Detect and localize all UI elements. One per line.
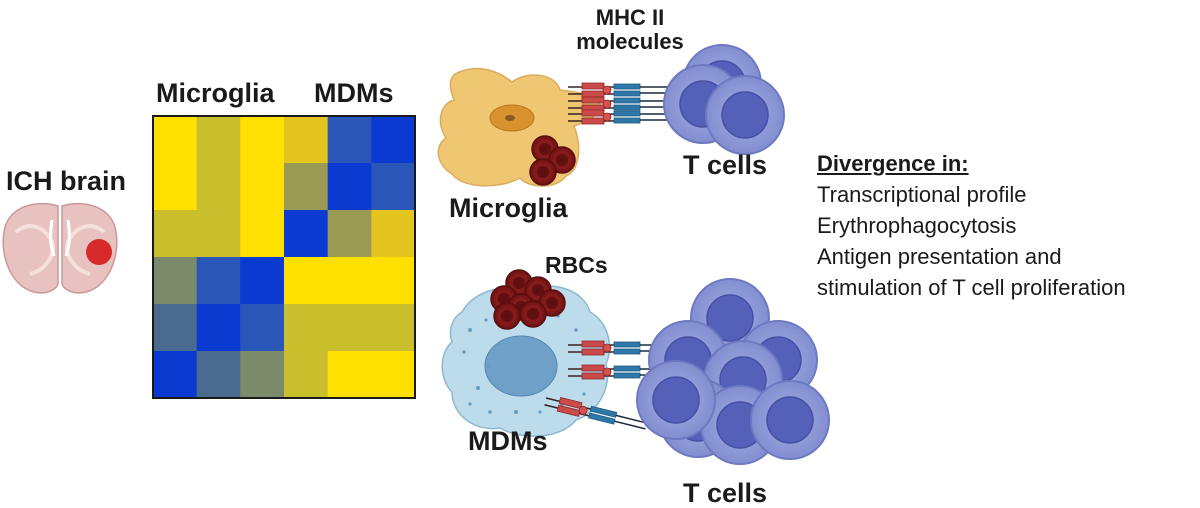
rbcs-label: RBCs — [545, 252, 608, 278]
heatmap-cell — [284, 116, 329, 164]
heatmap-cell — [327, 257, 372, 305]
heatmap-cell — [196, 116, 241, 164]
heatmap-cell — [327, 163, 372, 211]
heatmap-cell — [284, 304, 329, 352]
heatmap-cell — [284, 163, 329, 211]
heatmap-mdms-label: MDMs — [314, 78, 394, 108]
heatmap-microglia-label: Microglia — [156, 78, 275, 108]
heatmap-cell — [240, 304, 285, 352]
divergence-heading: Divergence in: — [817, 151, 969, 176]
heatmap-cell — [240, 163, 285, 211]
heatmap-cell — [371, 257, 416, 305]
microglia-cell — [437, 67, 601, 187]
mhc-label-line2: molecules — [576, 29, 684, 55]
heatmap-cell — [371, 351, 416, 399]
heatmap-cell — [284, 210, 329, 258]
divergence-item: stimulation of T cell proliferation — [817, 275, 1126, 300]
mhc-label-line1: MHC II — [595, 5, 665, 30]
hemorrhage-lesion — [86, 239, 112, 265]
heatmap-cell — [371, 304, 416, 352]
heatmap-cell — [240, 116, 285, 164]
heatmap-cell — [371, 163, 416, 211]
heatmap-cell — [196, 163, 241, 211]
mhc-ii-label: MHC II molecules — [576, 5, 684, 55]
heatmap-cell — [196, 351, 241, 399]
heatmap-cell — [153, 304, 198, 352]
heatmap-cell — [240, 351, 285, 399]
heatmap-cell — [153, 210, 198, 258]
heatmap-cell — [196, 210, 241, 258]
divergence-item: Erythrophagocytosis — [817, 213, 1017, 238]
brain-section-icon — [2, 202, 118, 294]
t-cells-top-label: T cells — [683, 150, 768, 180]
t-cells-top — [663, 44, 785, 155]
ich-brain-label: ICH brain — [6, 166, 127, 196]
heatmap-cell — [240, 210, 285, 258]
heatmap-cell — [153, 116, 198, 164]
mdms-cell-label: MDMs — [468, 426, 548, 456]
heatmap-border — [152, 115, 416, 399]
t-cells-bottom — [636, 278, 830, 465]
heatmap-cell — [284, 351, 329, 399]
microglia-cell-label: Microglia — [449, 193, 568, 223]
heatmap-cell — [371, 116, 416, 164]
heatmap-cell — [327, 116, 372, 164]
divergence-panel: Divergence in: Transcriptional profile E… — [817, 148, 1126, 303]
heatmap-cell — [153, 257, 198, 305]
heatmap-cell — [327, 304, 372, 352]
heatmap-cell — [153, 351, 198, 399]
divergence-item: Transcriptional profile — [817, 182, 1027, 207]
heatmap-cell — [327, 210, 372, 258]
heatmap-cell — [153, 163, 198, 211]
heatmap-cell — [196, 257, 241, 305]
heatmap-cell — [284, 257, 329, 305]
heatmap-cell — [371, 210, 416, 258]
heatmap-cell — [327, 351, 372, 399]
heatmap-cell — [240, 257, 285, 305]
heatmap-cell — [196, 304, 241, 352]
heatmap — [153, 116, 416, 399]
divergence-item: Antigen presentation and — [817, 244, 1062, 269]
t-cells-bottom-label: T cells — [683, 478, 768, 508]
mdm-cell — [441, 285, 611, 437]
